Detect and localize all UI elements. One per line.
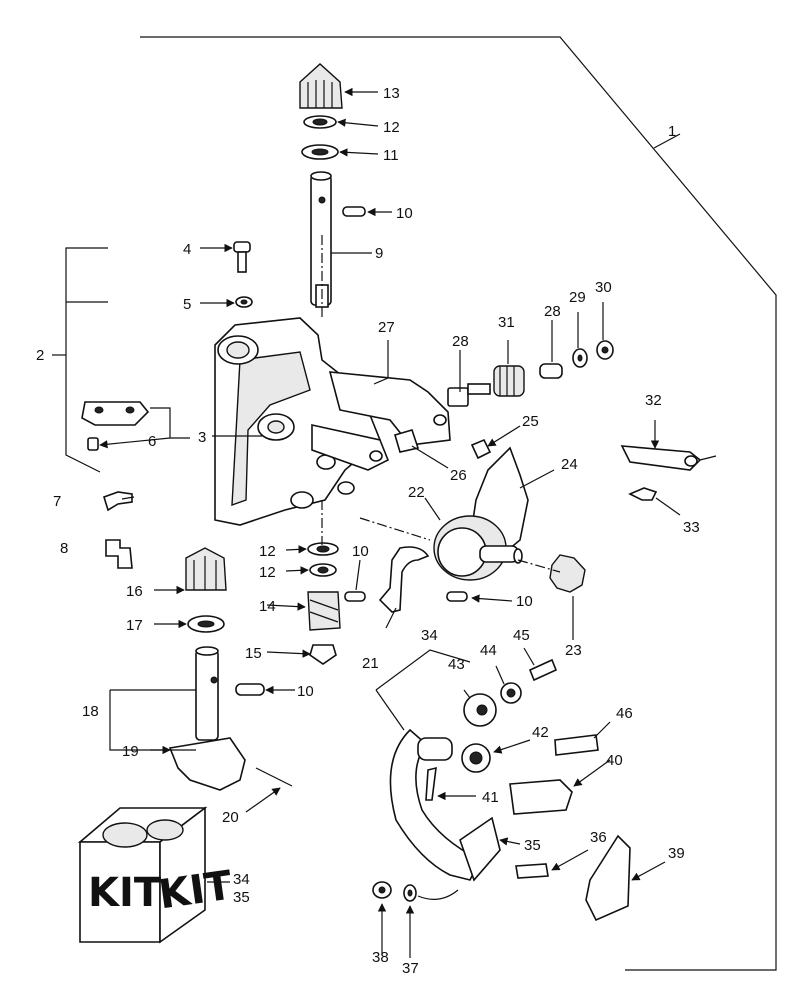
callout-20: 20 [222,809,239,826]
kit-label-left: KIT [88,870,162,916]
callout-28-right: 28 [544,303,561,320]
callout-9: 9 [375,245,383,262]
yoke-assembly [372,658,631,922]
kit-label-right: KIT [156,863,236,919]
callout-22: 22 [408,484,425,501]
callout-42: 42 [532,724,549,741]
callout-34-kit: 34 [233,871,250,888]
callout-12-b: 12 [259,564,276,581]
callout-39: 39 [668,845,685,862]
bolt-and-washer [233,241,253,308]
callout-3: 3 [198,429,206,446]
callout-21: 21 [362,655,379,672]
callout-44: 44 [480,642,497,659]
callout-11: 11 [383,147,399,164]
callout-7: 7 [53,493,61,510]
callout-16: 16 [126,583,143,600]
callout-30: 30 [595,279,612,296]
callout-35-clamp: 35 [524,837,541,854]
callout-12-top: 12 [383,119,400,136]
callout-6: 6 [148,433,156,450]
callout-10-lower: 10 [297,683,314,700]
callout-14: 14 [259,598,276,615]
callout-18: 18 [82,703,99,720]
callout-10-upper: 10 [396,205,413,222]
lower-shaft-group [168,547,293,791]
callout-33: 33 [683,519,700,536]
callout-46: 46 [616,705,633,722]
callout-38: 38 [372,949,389,966]
group-bracket-2 [65,247,108,473]
callout-24: 24 [561,456,578,473]
callout-13: 13 [383,85,400,102]
callout-36: 36 [590,829,607,846]
callout-25: 25 [522,413,539,430]
callout-29: 29 [569,289,586,306]
callout-37: 37 [402,960,419,977]
main-housing [214,317,381,526]
lever-and-bolt [620,445,717,501]
callout-41: 41 [482,789,499,806]
assembly-outline [140,36,777,971]
callout-23: 23 [565,642,582,659]
callout-2: 2 [36,347,44,364]
callout-4: 4 [183,241,191,258]
callout-26: 26 [450,467,467,484]
callout-32: 32 [645,392,662,409]
cam-cluster [378,446,586,613]
callout-40: 40 [606,752,623,769]
callout-10-mid: 10 [352,543,369,560]
callout-15: 15 [245,645,262,662]
callout-35-kit: 35 [233,889,250,906]
spring-assembly [447,340,614,460]
callout-17: 17 [126,617,143,634]
cover-plate [81,401,150,451]
callout-12-a: 12 [259,543,276,560]
callout-45: 45 [513,627,530,644]
callout-34-group: 34 [421,627,438,644]
leader-lines [99,87,681,958]
kit-box-illustration: KIT KIT [77,806,236,944]
callout-10-cam: 10 [516,593,533,610]
callout-5: 5 [183,296,191,313]
lower-worm-group [307,542,366,665]
callout-8: 8 [60,540,68,557]
callout-27: 27 [378,319,395,336]
callout-labels: 1 2 3 4 5 6 7 8 9 10 10 10 10 11 12 12 1… [36,85,700,977]
grease-fittings [103,491,133,569]
upper-shaft-group [299,63,366,308]
callout-28-left: 28 [452,333,469,350]
callout-19: 19 [122,743,139,760]
callout-31: 31 [498,314,515,331]
callout-1: 1 [668,123,676,140]
callout-43: 43 [448,656,465,673]
